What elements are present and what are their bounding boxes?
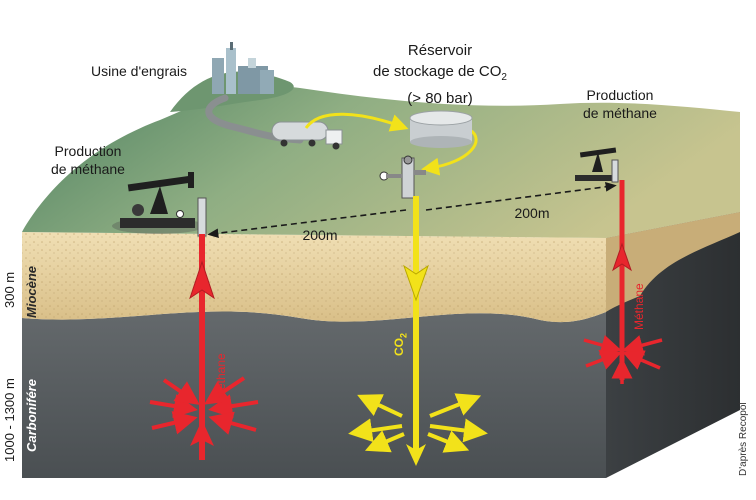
- storage-tank-icon: [409, 110, 473, 148]
- co2-dispersion: [348, 393, 488, 453]
- depth-bottom-label: 1000 - 1300 m: [2, 378, 17, 462]
- reservoir-label-line1: Réservoir: [407, 42, 473, 59]
- methane-flow-label-right: Méthane: [632, 283, 646, 330]
- miocene-layer-label: Miocène: [24, 265, 39, 318]
- methane-convergence-left: [149, 376, 259, 435]
- reservoir-label: Réservoir de stockage de CO2 (> 80 bar): [340, 40, 540, 109]
- distance-line-left: [207, 209, 407, 238]
- tanker-truck-icon: [271, 121, 343, 150]
- co2-flow-arrow-bottom: [406, 444, 426, 466]
- methane-flow-label-left: Méthane: [214, 353, 228, 400]
- distance-left-label: 200m: [302, 227, 338, 243]
- carboniferous-layer-label: Carboniférе: [24, 379, 39, 452]
- pump-jack-left-icon: [112, 172, 207, 237]
- production-right-line2: de méthane: [583, 105, 657, 121]
- methane-flow-arrow-left-top: [189, 260, 215, 300]
- injection-wellhead-icon: [379, 155, 426, 199]
- distance-line-right: [425, 182, 617, 211]
- methane-flow-arrow-left-bottom: [190, 420, 214, 446]
- fertilizer-plant-label: Usine d'engrais: [90, 63, 188, 79]
- reservoir-label-line2: de stockage de CO2: [373, 63, 507, 83]
- production-left-label: Production de méthane: [28, 142, 148, 178]
- co2-flow-arrow-down: [403, 264, 429, 302]
- co2-pipe-tank-to-well: [421, 128, 478, 176]
- pump-jack-right-icon: [575, 147, 619, 183]
- reservoir-subscript: 2: [501, 72, 507, 83]
- co2-flow-subscript: 2: [398, 332, 409, 338]
- production-left-line2: de méthane: [51, 161, 125, 177]
- co2-pipe-truck-to-tank: [304, 112, 409, 132]
- credit-label: D'après Recopol: [738, 402, 749, 476]
- distance-right-label: 200m: [514, 205, 550, 221]
- depth-top-label: 300 m: [2, 271, 17, 308]
- miocene-side-face: [606, 212, 740, 312]
- methane-convergence-right: [583, 335, 663, 384]
- factory-icon: [212, 42, 274, 94]
- reservoir-label-line3: (> 80 bar): [407, 90, 473, 107]
- co2-flow-label: CO2: [392, 332, 409, 356]
- production-right-label: Production de méthane: [560, 86, 680, 122]
- methane-flow-arrow-right-top: [612, 242, 632, 272]
- production-right-line1: Production: [586, 87, 654, 103]
- carboniferous-layer: [22, 311, 606, 478]
- production-left-line1: Production: [54, 143, 122, 159]
